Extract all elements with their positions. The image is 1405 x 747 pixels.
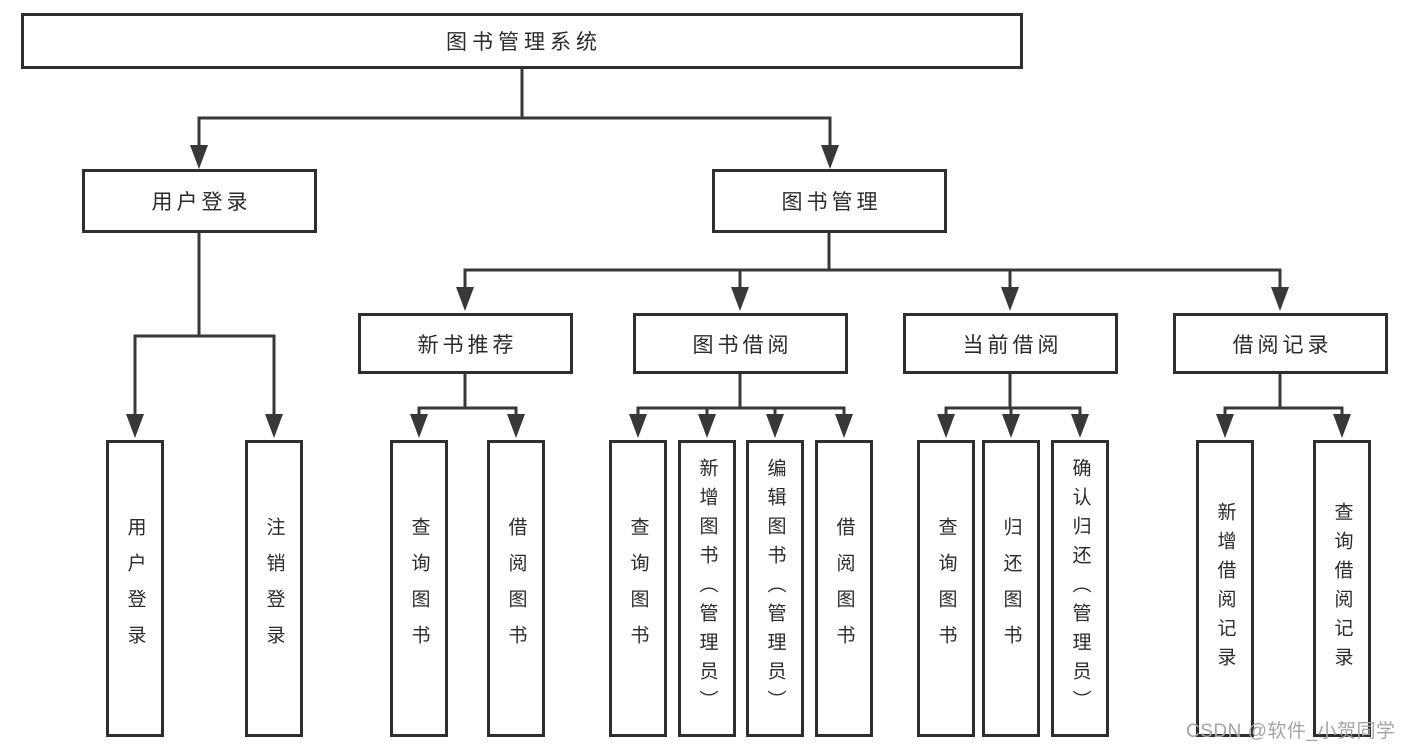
leaf-query-borrow-record: 查询借阅记录 <box>1313 440 1371 737</box>
leaf-borrow-books-borrowing-label: 借阅图书 <box>833 516 855 661</box>
leaf-query-books-current-label: 查询图书 <box>935 516 957 661</box>
leaf-borrow-books-recommend-label: 借阅图书 <box>505 516 527 661</box>
leaf-query-books-recommend: 查询图书 <box>390 440 448 737</box>
leaf-query-books-borrowing-label: 查询图书 <box>627 516 649 661</box>
node-current-borrowing-label: 当前借阅 <box>962 333 1063 357</box>
node-root-label: 图书管理系统 <box>446 31 602 54</box>
leaf-return-books-label: 归还图书 <box>1000 516 1022 661</box>
node-book-management-label: 图书管理 <box>781 191 882 214</box>
leaf-user-login-label: 用户登录 <box>124 516 146 661</box>
leaf-borrow-books-recommend: 借阅图书 <box>487 440 545 737</box>
node-user-login: 用户登录 <box>82 169 317 233</box>
leaf-confirm-return-admin-label: 确认归还（管理员） <box>1069 458 1091 719</box>
leaf-logout-label: 注销登录 <box>263 516 285 661</box>
node-borrowing-records: 借阅记录 <box>1173 313 1388 374</box>
node-new-book-recommend: 新书推荐 <box>358 313 573 374</box>
leaf-user-login: 用户登录 <box>106 440 164 737</box>
leaf-add-book-admin-label: 新增图书（管理员） <box>696 458 718 719</box>
node-user-login-label: 用户登录 <box>151 191 252 214</box>
leaf-edit-book-admin: 编辑图书（管理员） <box>746 440 804 737</box>
leaf-return-books: 归还图书 <box>982 440 1040 737</box>
node-book-management: 图书管理 <box>712 169 947 233</box>
leaf-add-borrow-record: 新增借阅记录 <box>1196 440 1254 737</box>
leaf-add-borrow-record-label: 新增借阅记录 <box>1214 501 1236 676</box>
node-current-borrowing: 当前借阅 <box>903 313 1118 374</box>
leaf-logout: 注销登录 <box>245 440 303 737</box>
node-book-borrowing: 图书借阅 <box>633 313 848 374</box>
leaf-edit-book-admin-label: 编辑图书（管理员） <box>764 458 786 719</box>
leaf-query-books-recommend-label: 查询图书 <box>408 516 430 661</box>
node-borrowing-records-label: 借阅记录 <box>1232 333 1333 357</box>
node-book-borrowing-label: 图书借阅 <box>692 333 793 357</box>
csdn-watermark: CSDN @软件_小贺同学 <box>1186 721 1396 742</box>
leaf-query-borrow-record-label: 查询借阅记录 <box>1331 501 1353 676</box>
leaf-confirm-return-admin: 确认归还（管理员） <box>1051 440 1109 737</box>
leaf-query-books-borrowing: 查询图书 <box>609 440 667 737</box>
node-root: 图书管理系统 <box>21 13 1023 69</box>
node-new-book-recommend-label: 新书推荐 <box>417 333 518 357</box>
leaf-borrow-books-borrowing: 借阅图书 <box>815 440 873 737</box>
leaf-add-book-admin: 新增图书（管理员） <box>678 440 736 737</box>
leaf-query-books-current: 查询图书 <box>917 440 975 737</box>
